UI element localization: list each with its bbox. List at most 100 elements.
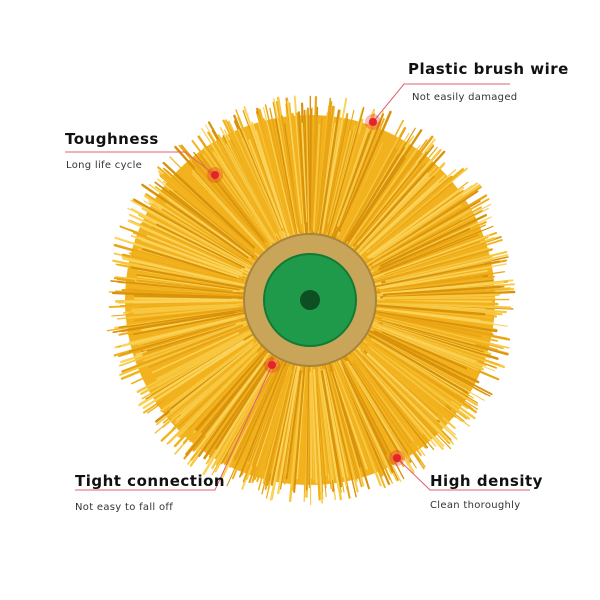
bristle <box>367 186 464 259</box>
bristle <box>305 109 310 237</box>
bristle <box>248 139 284 229</box>
bristle <box>262 106 296 238</box>
bristle <box>133 304 239 315</box>
bristle <box>385 250 508 283</box>
bristle <box>382 323 483 357</box>
bristle <box>373 224 486 274</box>
bristle <box>354 150 446 251</box>
bristle <box>157 337 243 387</box>
bristle <box>165 335 259 401</box>
bristle <box>379 214 488 268</box>
bristle <box>382 330 468 370</box>
bristle <box>357 159 432 246</box>
bristle <box>301 371 308 476</box>
bristle <box>203 355 274 460</box>
bristle <box>133 297 239 301</box>
bristle <box>347 361 410 464</box>
bristle <box>370 302 507 314</box>
bristle <box>268 365 297 488</box>
bristle <box>169 342 254 408</box>
bristle <box>156 223 246 269</box>
bristle <box>233 357 283 459</box>
bristle <box>341 127 416 249</box>
bristle <box>343 359 405 468</box>
bristle <box>349 357 426 468</box>
callout-leader-line <box>372 83 510 123</box>
bristle <box>142 323 236 356</box>
bristle <box>111 291 246 299</box>
bristle <box>160 341 255 412</box>
bristle <box>301 122 308 223</box>
bristle <box>384 314 484 335</box>
bristle <box>369 182 479 259</box>
bristle <box>162 167 256 251</box>
bristle <box>264 375 293 490</box>
bristle <box>212 151 274 243</box>
bristle <box>362 342 454 418</box>
bristle <box>354 351 437 447</box>
bristle <box>173 189 261 261</box>
bristle <box>217 139 281 249</box>
bristle <box>122 257 253 289</box>
bristle <box>369 200 481 266</box>
bristle <box>351 357 422 456</box>
bristle <box>243 106 292 243</box>
bristle <box>371 309 498 333</box>
bristle <box>343 352 409 454</box>
bristle <box>363 327 473 385</box>
bristle <box>143 319 235 346</box>
bristle <box>313 368 324 504</box>
bristle <box>191 173 268 255</box>
bristle <box>269 107 296 229</box>
bristle <box>154 350 252 434</box>
bristle <box>364 174 446 250</box>
bristle <box>146 234 243 275</box>
bristle <box>140 223 241 270</box>
bristle <box>369 234 491 279</box>
bristle <box>133 250 243 282</box>
bristle <box>195 358 267 452</box>
bristle <box>354 135 434 240</box>
callout-title-plastic-brush-wire: Plastic brush wire <box>408 60 569 78</box>
bristle <box>187 351 262 430</box>
bristle <box>315 97 332 241</box>
bristle <box>217 134 279 243</box>
bristle <box>373 330 480 384</box>
bristle <box>382 285 502 297</box>
bristle <box>148 183 252 258</box>
bristle <box>328 131 363 239</box>
bristle <box>329 371 365 487</box>
bristle <box>365 192 447 257</box>
bristle <box>256 114 293 235</box>
bristle <box>110 280 247 295</box>
bristle <box>317 370 333 489</box>
bristle <box>328 361 369 484</box>
bristle <box>349 135 415 237</box>
bristle <box>337 364 391 486</box>
bristle <box>130 266 249 290</box>
bristle <box>377 322 501 366</box>
bristle <box>128 252 252 286</box>
bristle <box>360 350 443 432</box>
callout-subtitle-toughness: Long life cycle <box>66 160 143 171</box>
bristle <box>198 361 267 457</box>
bristle <box>354 358 418 442</box>
bristle <box>148 324 249 369</box>
bristle <box>142 248 238 279</box>
bristle <box>368 248 493 285</box>
callout-subtitle-high-density: Clean thoroughly <box>430 500 521 511</box>
bristle <box>141 183 249 259</box>
bristle <box>352 346 436 437</box>
bristle <box>379 277 487 293</box>
bristle <box>332 356 384 477</box>
bristle <box>352 363 425 470</box>
bristle <box>303 369 309 503</box>
bristle <box>159 174 251 251</box>
bristle <box>341 367 391 470</box>
bristle <box>222 119 285 246</box>
bristle <box>214 351 282 473</box>
bristle <box>285 117 302 231</box>
bristle <box>269 371 297 501</box>
bristle <box>253 375 288 481</box>
bristle <box>348 349 427 449</box>
